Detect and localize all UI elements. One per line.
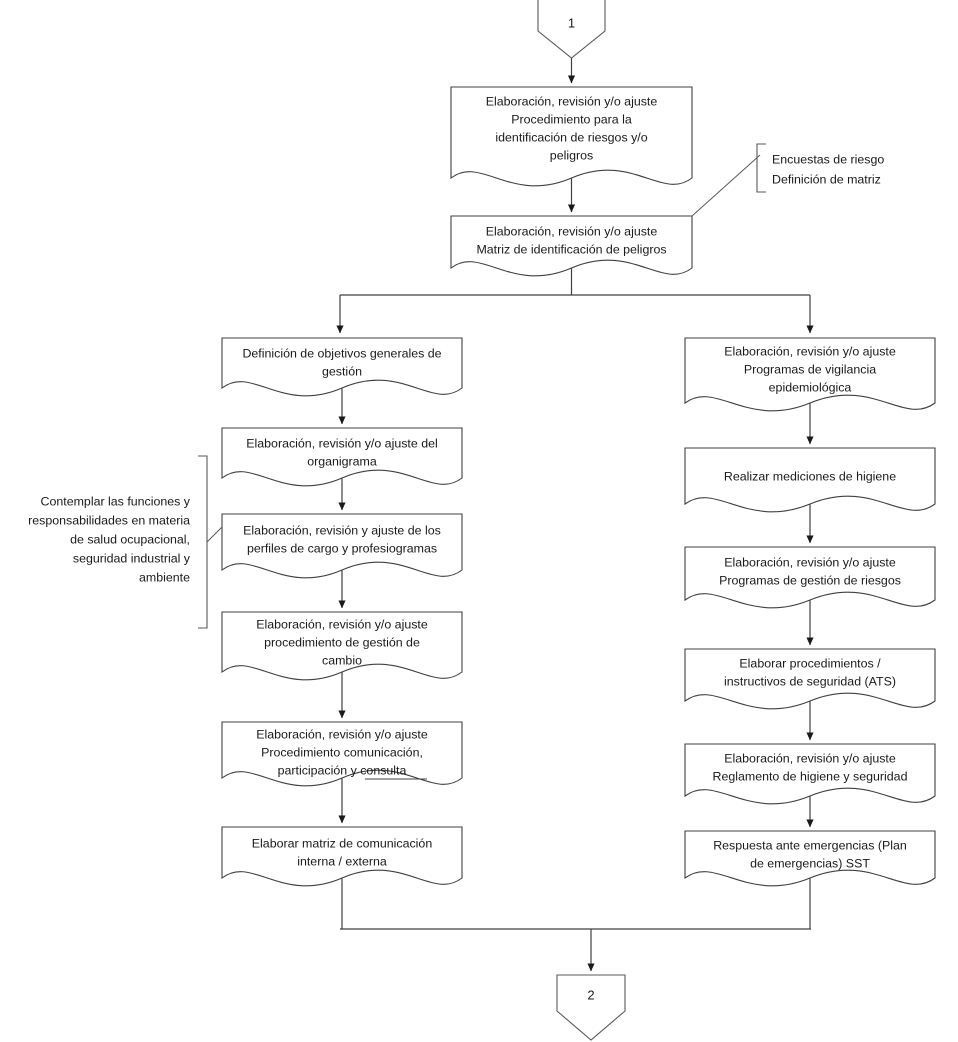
node-text-line: Definición de objetivos generales de xyxy=(242,346,441,360)
node-text-line: instructivos de seguridad (ATS) xyxy=(724,674,896,688)
node-text-line: Elaboración, revisión y/o ajuste xyxy=(486,94,658,108)
node-matriz-comunicacion[interactable]: Elaborar matriz de comunicación interna … xyxy=(221,826,463,887)
split-bus xyxy=(336,268,814,334)
node-comunicacion-participacion[interactable]: Elaboración, revisión y/o ajuste Procedi… xyxy=(221,721,463,787)
node-text-line: Procedimiento para la xyxy=(511,112,632,126)
node-text-line: procedimiento de gestión de xyxy=(264,635,420,649)
node-text-line: Elaborar procedimientos / xyxy=(739,656,881,670)
node-text-line: Respuesta ante emergencias (Plan xyxy=(713,838,907,852)
node-objetivos-generales[interactable]: Definición de objetivos generales de ges… xyxy=(221,337,463,397)
node-text-line: Reglamento de higiene y seguridad xyxy=(713,769,908,783)
node-matriz-peligros[interactable]: Elaboración, revisión y/o ajuste Matriz … xyxy=(450,215,693,277)
node-text-line: de emergencias) SST xyxy=(750,856,870,870)
annotation-line: seguridad industrial y xyxy=(73,551,191,565)
annotation-line: Encuestas de riesgo xyxy=(772,152,884,166)
node-procedimientos-ats[interactable]: Elaborar procedimientos / instructivos d… xyxy=(684,648,936,710)
node-organigrama[interactable]: Elaboración, revisión y/o ajuste del org… xyxy=(221,427,463,487)
node-text-line: perfiles de cargo y profesiogramas xyxy=(247,541,437,555)
node-proc-identificacion[interactable]: Elaboración, revisión y/o ajuste Procedi… xyxy=(450,86,693,187)
node-text-line: Elaboración, revisión y/o ajuste xyxy=(256,617,428,631)
node-text-line: Programas de gestión de riesgos xyxy=(719,573,901,587)
node-mediciones-higiene[interactable]: Realizar mediciones de higiene xyxy=(684,447,936,513)
annotation-line: Definición de matriz xyxy=(772,172,881,186)
annotation-line: responsabilidades en materia xyxy=(28,513,190,527)
node-text-line: cambio xyxy=(322,653,362,667)
node-text-line: identificación de riesgos y/o xyxy=(495,130,647,144)
annotation-line: Contemplar las funciones y xyxy=(41,494,191,508)
merge-bus xyxy=(340,878,811,972)
connector-node-2[interactable]: 2 xyxy=(556,974,626,1041)
node-perfiles-cargo[interactable]: Elaboración, revisión y ajuste de los pe… xyxy=(221,513,463,579)
node-text-line: Elaborar matriz de comunicación xyxy=(252,836,433,850)
node-text-line: Elaboración, revisión y/o ajuste xyxy=(256,727,428,741)
node-gestion-cambio[interactable]: Elaboración, revisión y/o ajuste procedi… xyxy=(221,611,463,681)
node-text-line: participación y consulta xyxy=(278,763,407,777)
node-text-line: Elaboración, revisión y/o ajuste xyxy=(724,344,896,358)
node-vigilancia-epidemiologica[interactable]: Elaboración, revisión y/o ajuste Program… xyxy=(684,337,936,412)
connector-1-label: 1 xyxy=(568,15,575,30)
node-reglamento-higiene[interactable]: Elaboración, revisión y/o ajuste Reglame… xyxy=(684,743,936,805)
node-programas-gestion-riesgos[interactable]: Elaboración, revisión y/o ajuste Program… xyxy=(684,546,936,609)
connector-2-label: 2 xyxy=(587,987,594,1002)
node-text-line: interna / externa xyxy=(297,854,387,868)
node-text-line: Elaboración, revisión y/o ajuste del xyxy=(246,436,437,450)
node-text-line: Matriz de identificación de peligros xyxy=(476,242,666,256)
node-text-line: organigrama xyxy=(307,454,377,468)
node-text-line: epidemiológica xyxy=(769,380,852,394)
annotation-funciones: Contemplar las funciones y responsabilid… xyxy=(28,455,223,629)
annotation-line: de salud ocupacional, xyxy=(70,532,190,546)
annotation-encuestas: Encuestas de riesgo Definición de matriz xyxy=(691,143,884,217)
node-text-line: Elaboración, revisión y/o ajuste xyxy=(724,555,896,569)
node-text-line: Programas de vigilancia xyxy=(744,362,876,376)
node-respuesta-emergencias[interactable]: Respuesta ante emergencias (Plan de emer… xyxy=(684,830,936,887)
node-text-line: Elaboración, revisión y ajuste de los xyxy=(243,523,441,537)
annotation-line: ambiente xyxy=(139,570,190,584)
connector-node-1[interactable]: 1 xyxy=(537,0,606,59)
node-text-line: Procedimiento comunicación, xyxy=(261,745,423,759)
node-text-line: Elaboración, revisión y/o ajuste xyxy=(724,751,896,765)
node-text-line: Elaboración, revisión y/o ajuste xyxy=(486,224,658,238)
node-text-line: Realizar mediciones de higiene xyxy=(724,469,896,483)
node-text-line: peligros xyxy=(550,148,593,162)
node-text-line: gestión xyxy=(322,364,362,378)
